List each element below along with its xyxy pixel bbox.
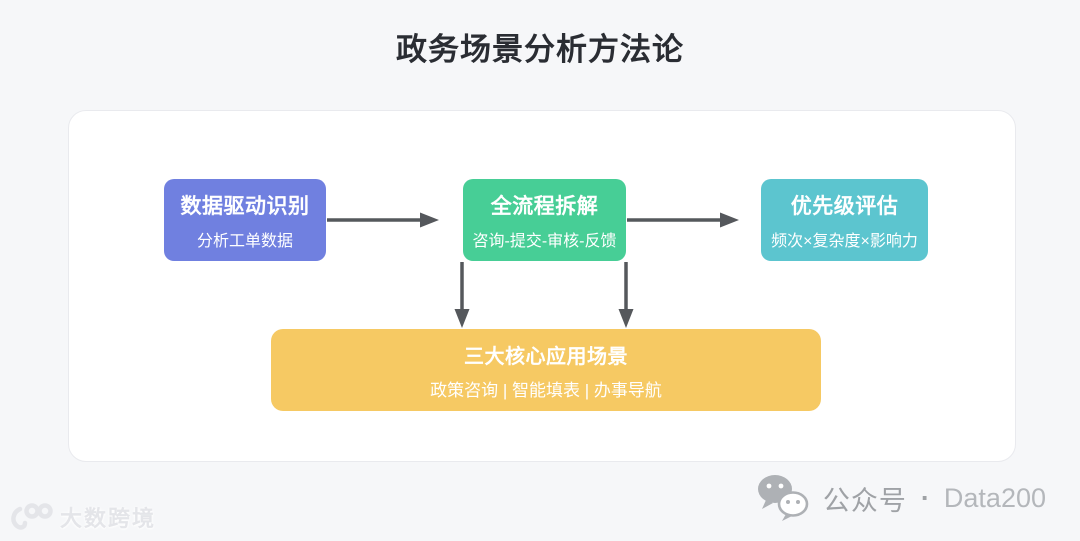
wechat-account: 公众号 · Data200	[755, 472, 1046, 524]
account-name: Data200	[943, 482, 1046, 513]
account-label: 公众号	[822, 485, 907, 516]
wechat-icon	[757, 475, 809, 521]
watermark: 大数跨境	[8, 500, 156, 534]
diagram-card: 数据驱动识别 分析工单数据 全流程拆解 咨询-提交-审核-反馈 优先级评估 频次…	[68, 110, 1016, 462]
result-title: 三大核心应用场景	[464, 345, 628, 368]
step-subtitle: 分析工单数据	[196, 232, 293, 250]
step-title: 优先级评估	[790, 194, 899, 218]
step-box-priority: 优先级评估 频次×复杂度×影响力	[761, 179, 928, 261]
step-title: 数据驱动识别	[180, 194, 310, 218]
page-title: 政务场景分析方法论	[396, 32, 684, 67]
step-box-data-driven: 数据驱动识别 分析工单数据	[164, 179, 326, 261]
step-subtitle: 频次×复杂度×影响力	[771, 232, 918, 250]
result-subtitle: 政策咨询 | 智能填表 | 办事导航	[430, 380, 662, 400]
watermark-text: 大数跨境	[60, 506, 157, 531]
step-subtitle: 咨询-提交-审核-反馈	[472, 232, 617, 250]
result-box-core-scenarios: 三大核心应用场景 政策咨询 | 智能填表 | 办事导航	[271, 329, 821, 411]
step-box-full-process: 全流程拆解 咨询-提交-审核-反馈	[463, 179, 626, 261]
separator-dot: ·	[920, 482, 930, 513]
watermark-logo-icon	[11, 503, 53, 530]
step-title: 全流程拆解	[490, 194, 599, 218]
